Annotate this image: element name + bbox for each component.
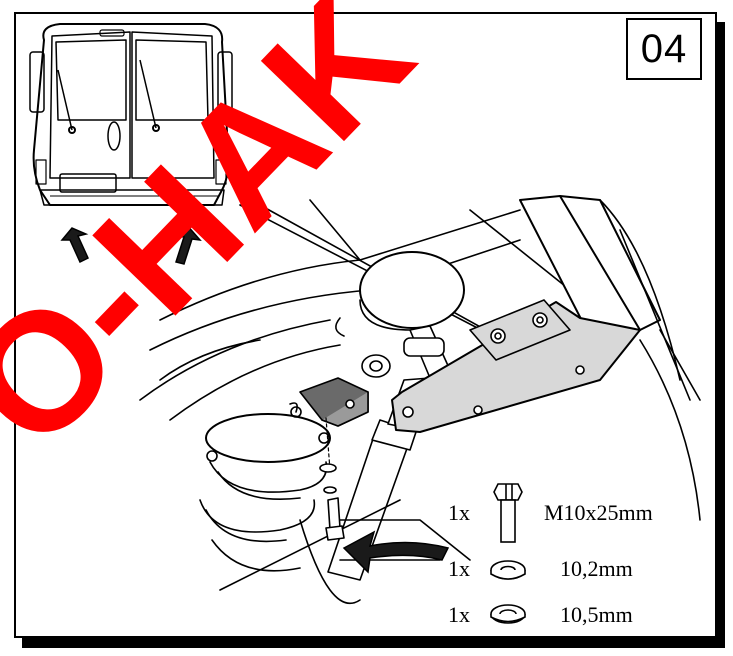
underbody-scene — [139, 195, 701, 605]
part-qty-bolt: 1x — [448, 500, 470, 525]
mount-point-arrows — [60, 222, 202, 265]
step-number-box: 04 — [626, 18, 702, 80]
part-spec-spring-washer: 10,2mm — [560, 556, 633, 581]
bolt-icon — [493, 483, 523, 543]
van-rear-view — [29, 23, 233, 206]
step-number: 04 — [640, 26, 688, 71]
spring-washer-icon — [490, 560, 526, 580]
part-spec-bolt: M10x25mm — [544, 500, 653, 525]
flat-washer-icon — [490, 604, 526, 624]
insert-bolt-arrow — [342, 530, 450, 574]
part-qty-spring-washer: 1x — [448, 556, 470, 581]
part-qty-flat-washer: 1x — [448, 602, 470, 627]
part-spec-flat-washer: 10,5mm — [560, 602, 633, 627]
